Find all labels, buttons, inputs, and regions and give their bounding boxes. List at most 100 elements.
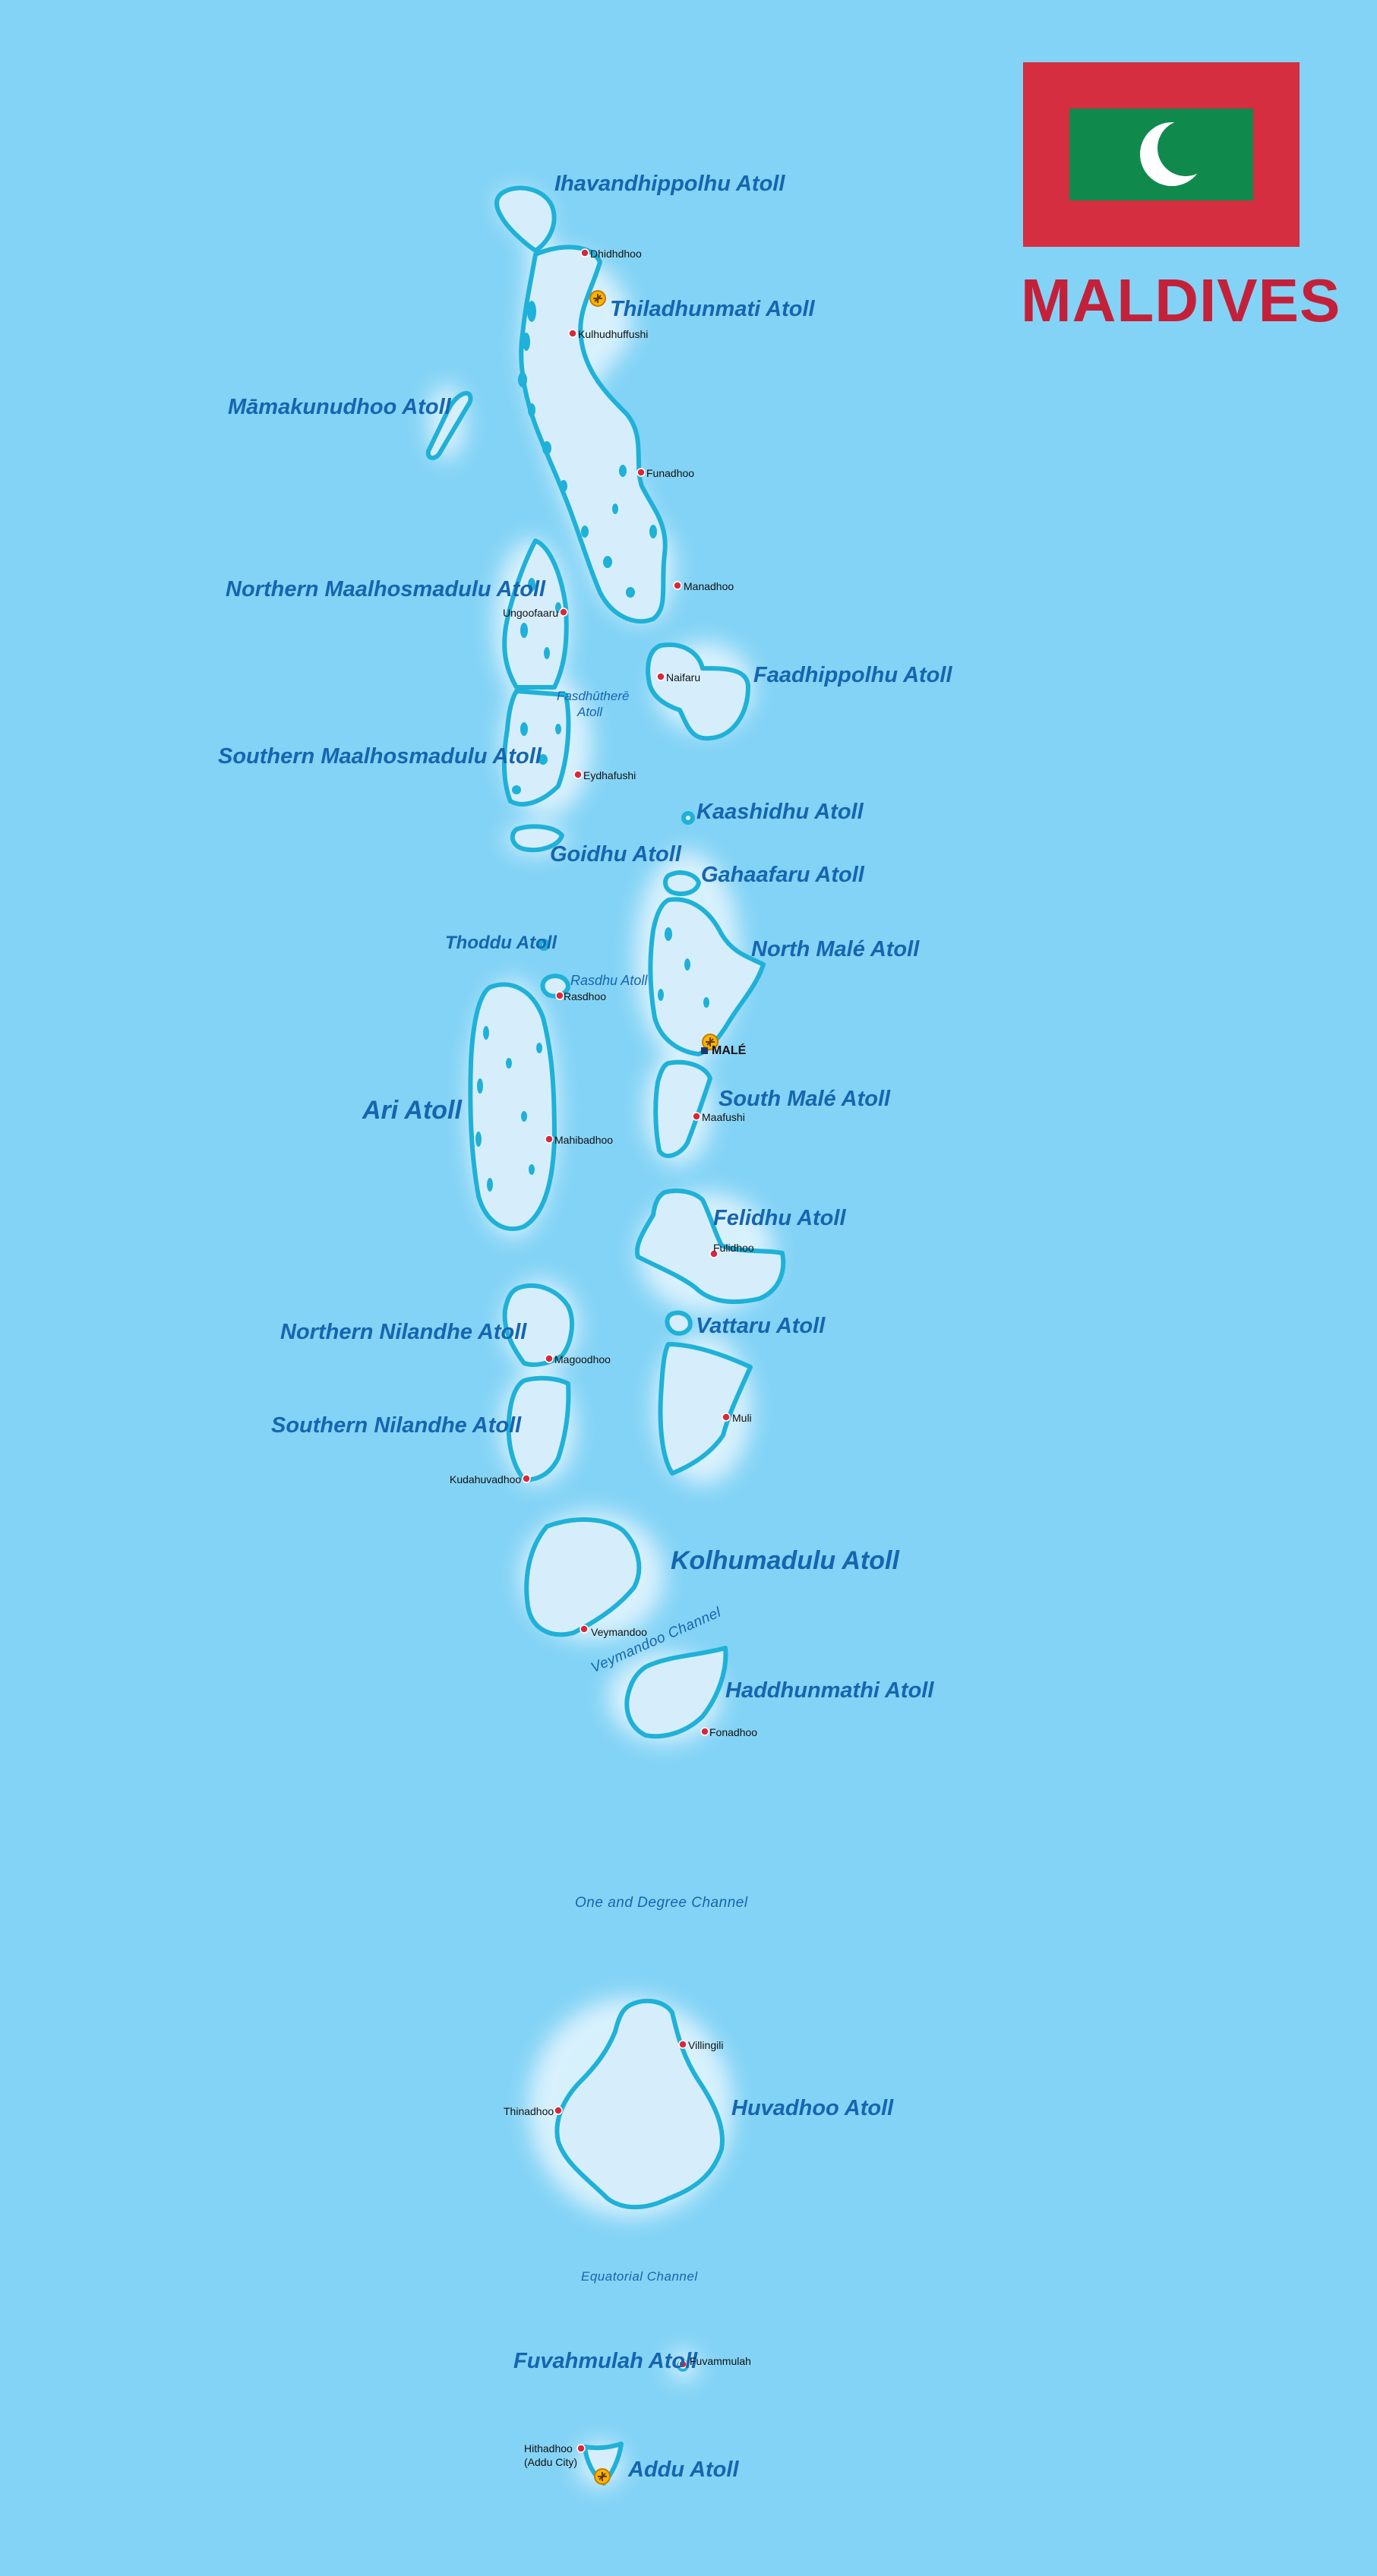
addu-shape bbox=[583, 2442, 624, 2486]
town-funadhoo: Funadhoo bbox=[646, 467, 695, 479]
red-dot-icon bbox=[722, 1413, 731, 1422]
town-villingili: Villingili bbox=[688, 2039, 724, 2051]
red-dot-icon bbox=[545, 1354, 554, 1363]
label-southern-nilandhe-atoll: Southern Nilandhe Atoll bbox=[271, 1413, 522, 1438]
town-eydhafushi: Eydhafushi bbox=[583, 769, 636, 781]
gahaafaru-shape bbox=[663, 870, 701, 896]
red-dot-icon bbox=[636, 468, 646, 477]
northern-nilandhe-shape bbox=[502, 1283, 575, 1367]
red-dot-icon bbox=[554, 2106, 563, 2115]
town-naifaru: Naifaru bbox=[666, 671, 701, 683]
north-male-shape bbox=[648, 897, 766, 1056]
haddhunmathi-shape bbox=[624, 1646, 728, 1739]
felidhu-shape bbox=[634, 1189, 786, 1305]
airport-icon bbox=[589, 290, 606, 307]
red-dot-icon bbox=[576, 2444, 586, 2453]
reef-islands bbox=[475, 301, 709, 1192]
red-dot-icon bbox=[678, 2040, 687, 2049]
label-one-and-degree-channel: One and Degree Channel bbox=[575, 1895, 748, 1911]
airport-icon bbox=[702, 1034, 719, 1050]
town-hithadhoo-line2: (Addu City) bbox=[524, 2456, 578, 2468]
south-male-shape bbox=[653, 1059, 712, 1158]
label-fuvahmulah-atoll: Fuvahmulah Atoll bbox=[513, 2349, 698, 2373]
town-dhidhdhoo: Dhidhdhoo bbox=[590, 248, 642, 260]
label-thoddu-atoll: Thoddu Atoll bbox=[445, 933, 557, 953]
maldives-flag-icon bbox=[1023, 62, 1300, 247]
airport-icons bbox=[589, 290, 719, 2485]
town-veymandoo: Veymandoo bbox=[591, 1626, 647, 1638]
mamakunudhoo-shape bbox=[425, 390, 473, 460]
label-north-male-atoll: North Malé Atoll bbox=[751, 937, 920, 961]
kolhumadulu-shape bbox=[524, 1517, 642, 1637]
kaashidhu-shape bbox=[681, 811, 695, 825]
town-ungoofaaru: Ungoofaaru bbox=[503, 607, 559, 619]
label-fasdhuthere-atoll-line2: Atoll bbox=[577, 705, 603, 719]
red-dot-icon bbox=[545, 1135, 554, 1144]
label-northern-nilandhe-atoll: Northern Nilandhe Atoll bbox=[280, 1320, 527, 1344]
town-fulidhoo: Fulidhoo bbox=[713, 1242, 754, 1254]
label-thiladhunmati-atoll: Thiladhunmati Atoll bbox=[610, 297, 815, 321]
town-manadhoo: Manadhoo bbox=[684, 580, 734, 592]
red-dot-icon bbox=[709, 1249, 719, 1258]
red-dot-icon bbox=[580, 1624, 589, 1634]
town-fuvammulah: Fuvammulah bbox=[690, 2355, 751, 2367]
southern-maalhosmadulu-shape bbox=[501, 689, 571, 807]
town-kulhudhuffushi: Kulhudhuffushi bbox=[578, 328, 649, 340]
label-southern-maalhosmadulu-atoll: Southern Maalhosmadulu Atoll bbox=[218, 744, 542, 769]
town-maafushi: Maafushi bbox=[702, 1111, 745, 1123]
label-felidhu-atoll: Felidhu Atoll bbox=[713, 1206, 846, 1230]
red-dot-icon bbox=[573, 770, 583, 779]
goidhu-shape bbox=[510, 824, 564, 852]
label-northern-maalhosmadulu-atoll: Northern Maalhosmadulu Atoll bbox=[226, 577, 546, 601]
town-thinadhoo: Thinadhoo bbox=[504, 2105, 554, 2117]
town-mahibadhoo: Mahibadhoo bbox=[554, 1134, 614, 1146]
red-dot-icon bbox=[678, 2360, 687, 2369]
northern-maalhosmadulu-shape bbox=[502, 538, 569, 690]
town-magoodhoo: Magoodhoo bbox=[554, 1353, 611, 1365]
red-dot-icon bbox=[580, 248, 589, 257]
label-equatorial-channel: Equatorial Channel bbox=[581, 2269, 698, 2284]
red-dot-icon bbox=[555, 991, 564, 1000]
ari-shape bbox=[468, 982, 557, 1232]
label-ihavandhippolhu-atoll: Ihavandhippolhu Atoll bbox=[554, 172, 785, 196]
town-fonadhoo: Fonadhoo bbox=[709, 1726, 758, 1738]
label-gahaafaru-atoll: Gahaafaru Atoll bbox=[701, 863, 864, 887]
label-south-male-atoll: South Malé Atoll bbox=[719, 1087, 891, 1111]
red-dot-icon bbox=[522, 1474, 531, 1483]
red-dot-icon bbox=[568, 329, 577, 338]
label-faadhippolhu-atoll: Faadhippolhu Atoll bbox=[753, 663, 952, 687]
southern-nilandhe-shape bbox=[506, 1375, 571, 1482]
town-hithadhoo-line1: Hithadhoo bbox=[524, 2442, 573, 2454]
red-dot-icon bbox=[673, 581, 682, 590]
label-kaashidhu-atoll: Kaashidhu Atoll bbox=[696, 800, 864, 824]
vattaru-shape bbox=[665, 1310, 693, 1336]
label-rasdhu-atoll: Rasdhu Atoll bbox=[570, 973, 648, 988]
faadhippolhu-shape bbox=[646, 642, 750, 741]
town-rasdhoo: Rasdhoo bbox=[564, 990, 607, 1002]
label-fasdhuthere-atoll-line1: Fasdhūtherē bbox=[557, 689, 630, 703]
thoddu-shape bbox=[538, 939, 550, 951]
town-male: MALÉ bbox=[712, 1044, 747, 1057]
label-mamakunudhoo-atoll: Māmakunudhoo Atoll bbox=[228, 395, 451, 419]
town-kudahuvadhoo: Kudahuvadhoo bbox=[450, 1473, 522, 1485]
mulaku-shape bbox=[658, 1342, 753, 1476]
label-vattaru-atoll: Vattaru Atoll bbox=[696, 1314, 826, 1338]
capital-square-icon bbox=[701, 1047, 708, 1054]
red-dot-icon bbox=[700, 1727, 709, 1736]
ihavandhippolhu-shape bbox=[494, 185, 557, 253]
town-dot-icons bbox=[522, 248, 731, 2453]
label-addu-atoll: Addu Atoll bbox=[628, 2458, 739, 2482]
airport-icon bbox=[594, 2468, 611, 2485]
town-muli: Muli bbox=[732, 1412, 752, 1424]
label-haddhunmathi-atoll: Haddhunmathi Atoll bbox=[725, 1678, 934, 1703]
label-ari-atoll: Ari Atoll bbox=[362, 1096, 462, 1125]
huvadhoo-shape bbox=[554, 1998, 725, 2210]
red-dot-icon bbox=[692, 1112, 701, 1121]
label-goidhu-atoll: Goidhu Atoll bbox=[550, 842, 681, 867]
atoll-shapes bbox=[425, 185, 786, 2486]
country-title: MALDIVES bbox=[1021, 267, 1341, 334]
label-huvadhoo-atoll: Huvadhoo Atoll bbox=[731, 2096, 894, 2120]
label-kolhumadulu-atoll: Kolhumadulu Atoll bbox=[671, 1546, 899, 1575]
red-dot-icon bbox=[656, 672, 665, 681]
